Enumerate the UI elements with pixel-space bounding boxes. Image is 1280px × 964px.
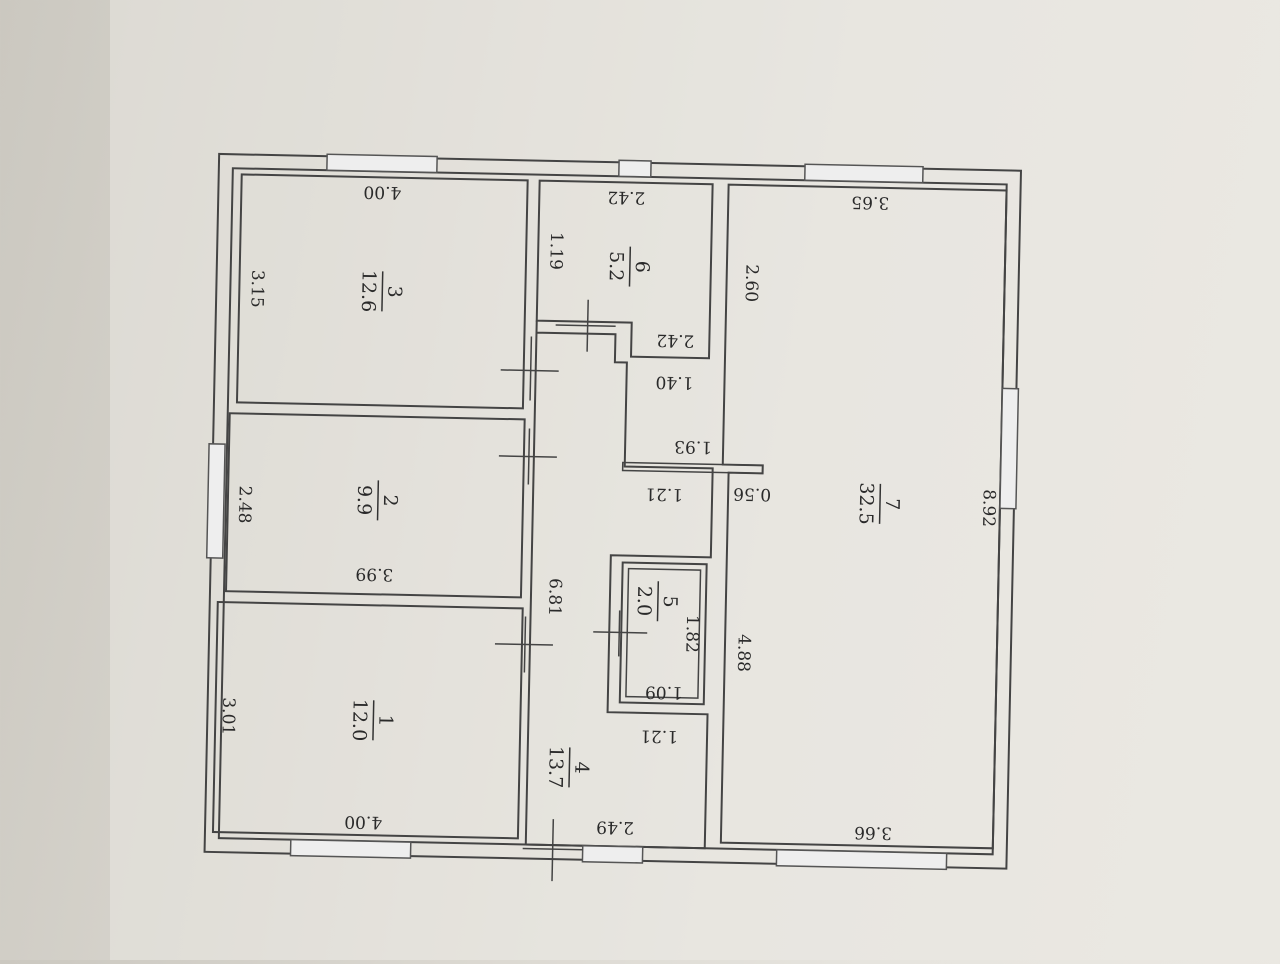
room-number: 3 [383,285,405,298]
room-number: 1 [374,714,396,727]
dimension-r6-width-bottom: 2.42 [656,330,694,351]
dimension-hall-top: 1.40 [655,372,693,393]
fraction-bar [878,483,882,524]
dimension-hall-mid: 1.93 [674,436,712,457]
dimension-r5-width: 1.09 [645,681,683,702]
room-area: 2.0 [633,586,656,617]
doors [494,299,648,882]
window-bottom-room1 [289,838,412,859]
room-label-4: 413.7 [544,746,593,789]
window-right-room7 [999,387,1020,510]
window-top-room3 [326,153,438,174]
windows [205,153,1020,871]
dimension-r7-depth: 8.92 [978,489,999,527]
door-room2 [498,455,557,458]
fraction-bar [656,581,660,622]
dimension-r6-width-top: 2.42 [607,187,645,208]
paper-sheet [110,0,1280,960]
entrance-door [551,819,555,882]
room-2-outline [224,412,526,599]
room-number: 5 [659,595,681,608]
window-top-room6 [618,159,652,178]
window-top-room7 [803,163,924,184]
room-number: 4 [570,761,592,774]
partition-wall [621,461,764,475]
dimension-r3-width: 4.00 [363,181,401,202]
room-number: 6 [631,261,653,274]
dimension-r2-width: 3.99 [355,563,393,584]
plan: 112.0 29.9 312.6 413.7 52.0 65.2 732.5 4.00 3.0… [203,152,1023,882]
door-room3-jamb [529,336,533,401]
room-label-5: 52.0 [633,581,681,622]
dimension-r1-width: 4.00 [344,811,382,832]
room-area: 32.5 [855,482,878,525]
dimension-r4-length: 6.81 [544,578,565,616]
entrance-door-jamb [522,847,583,851]
dimension-r4-bottom: 2.49 [596,816,634,837]
dimension-r7-left-upper: 2.60 [741,264,762,302]
dimension-r7-width-top: 3.65 [851,192,889,213]
fraction-bar [376,480,380,521]
door-room1-jamb [523,616,527,673]
dimension-r2-depth: 2.48 [234,485,255,523]
room-number: 2 [379,494,401,507]
dimension-r1-depth: 3.01 [217,697,238,735]
room-label-2: 29.9 [353,480,401,521]
dimension-labels: 4.00 3.01 3.99 2.48 4.00 3.15 6.81 2.49 1.21 1.82… [217,181,999,843]
dimension-r4-step: 1.21 [640,725,678,746]
room-label-3: 312.6 [357,270,406,313]
room-4-outline [524,320,714,850]
dimension-r6-depth: 1.19 [545,232,566,270]
room-labels: 112.0 29.9 312.6 413.7 52.0 65.2 732.5 [348,246,904,789]
room-number: 7 [881,498,903,511]
room-6-outline [535,179,714,360]
fraction-bar [372,700,375,741]
room-label-6: 65.2 [605,246,653,287]
dimension-r5-length: 1.82 [681,615,702,653]
room-label-1: 112.0 [348,699,397,742]
door-room5-jamb [617,610,621,657]
room-area: 12.0 [348,699,371,742]
room-area: 12.6 [357,270,380,313]
door-room6-jamb [555,324,616,328]
window-left-room2 [205,443,226,559]
window-bottom-room7 [775,849,948,871]
door-room5 [593,631,648,634]
fraction-bar [628,246,632,287]
room-3-outline [235,173,529,410]
room-area: 9.9 [353,485,376,516]
dimension-gap: 0.56 [733,483,771,504]
room-label-7: 732.5 [855,482,904,525]
door-room2-jamb [527,428,531,485]
dimension-r3-depth: 3.15 [246,270,267,308]
room-1-outline [211,600,524,840]
fraction-bar [568,747,571,788]
dimension-r7-width-bottom: 3.66 [854,822,892,843]
door-room1 [494,643,553,646]
fraction-bar [381,271,384,312]
window-bottom-room4 [581,844,644,864]
dimension-r7-left-lower: 4.88 [733,634,754,672]
dimension-r5-top: 1.21 [645,483,683,504]
door-room3 [500,369,559,372]
room-area: 13.7 [544,746,567,789]
room-area: 5.2 [605,251,628,282]
